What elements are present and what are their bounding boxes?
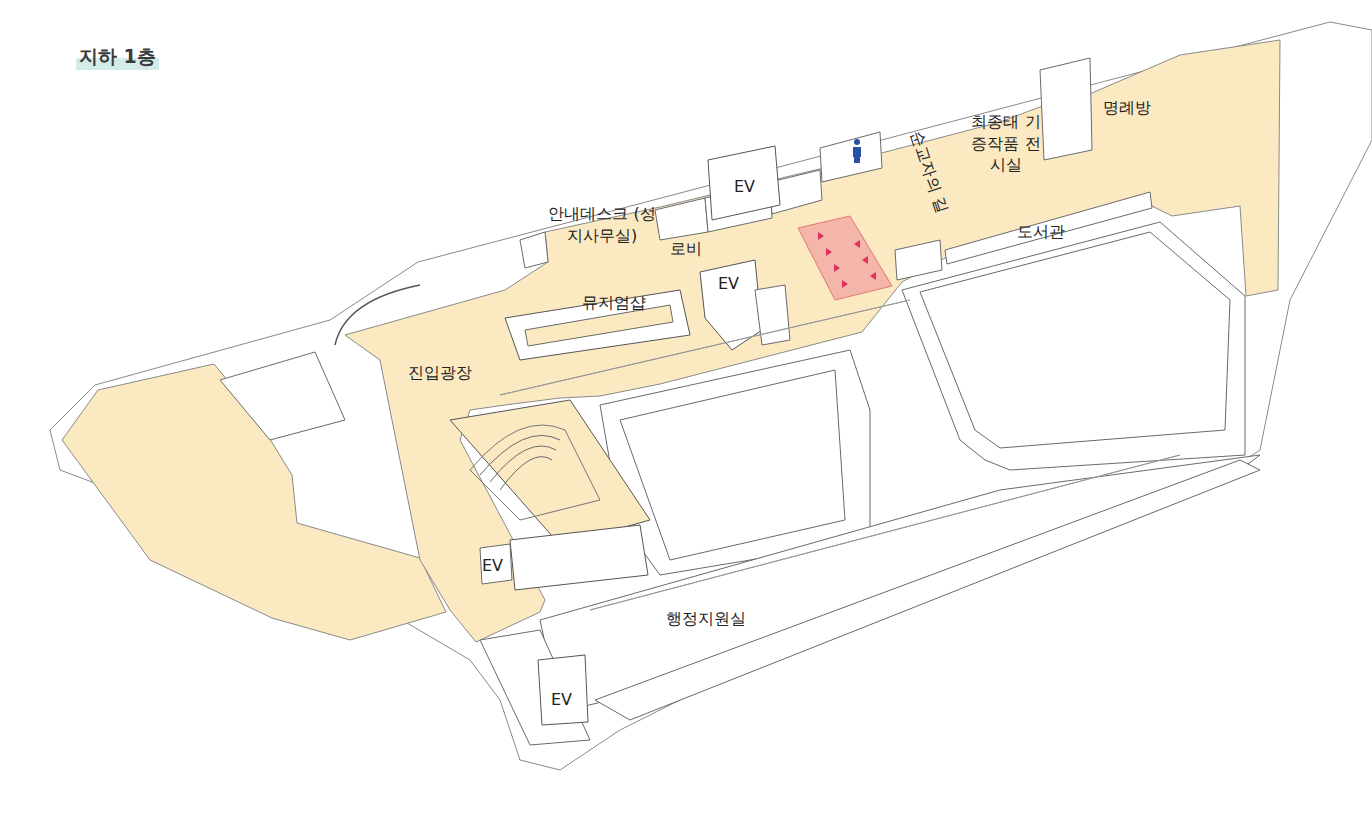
room-label: 최종태 기증작품 전시실 [968, 111, 1044, 176]
elevator-label: EV [551, 689, 572, 711]
room-label: 도서관 [1017, 221, 1065, 243]
room-label: 행정지원실 [666, 608, 746, 630]
room-label: 로비 [670, 238, 702, 260]
elevator-label: EV [734, 176, 755, 198]
room-label: 뮤지엄샵 [582, 292, 646, 314]
floor-title: 지하 1층 [76, 44, 159, 70]
room-label: 진입광장 [408, 362, 472, 384]
elevator-label: EV [482, 555, 503, 577]
room-label: 명례방 [1103, 97, 1151, 119]
room-label: 안내데스크 (성지사무실) [542, 203, 662, 246]
elevator-label: EV [718, 273, 739, 295]
